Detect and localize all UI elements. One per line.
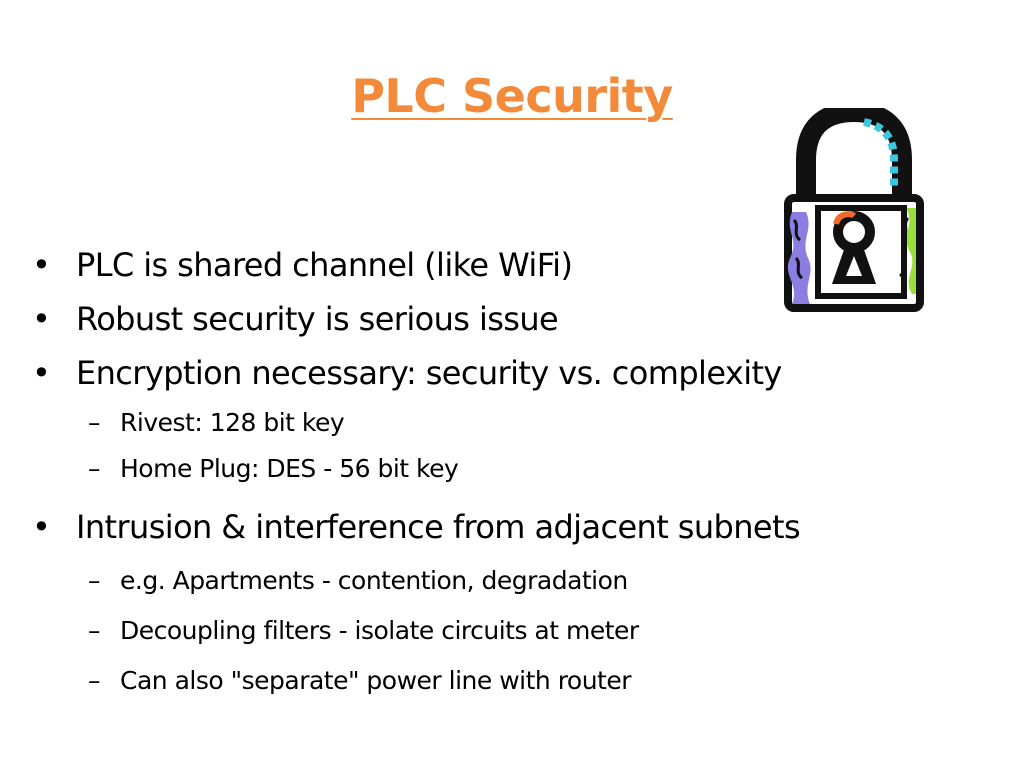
padlock-keyhole-slot: [832, 244, 876, 284]
sub-bullet-item: – Rivest: 128 bit key: [32, 400, 932, 446]
bullet-marker: •: [32, 508, 51, 546]
padlock-shackle-accent: [863, 118, 898, 188]
padlock-keyhole-ring: [833, 211, 875, 253]
sub-bullet-item: – e.g. Apartments - contention, degradat…: [32, 558, 932, 604]
slide-title: PLC Security: [351, 69, 673, 123]
sub-bullet-item: – Home Plug: DES - 56 bit key: [32, 446, 932, 492]
bullet-item: • Robust security is serious issue: [32, 292, 932, 346]
sub-bullet-item: – Decoupling filters - isolate circuits …: [32, 608, 932, 654]
sub-bullet-text: Rivest: 128 bit key: [120, 408, 345, 437]
padlock-keyhole-accent: [833, 211, 857, 225]
bullet-item: • Encryption necessary: security vs. com…: [32, 346, 932, 400]
bullet-item: • PLC is shared channel (like WiFi): [32, 238, 932, 292]
dash-marker: –: [88, 566, 101, 595]
dash-marker: –: [88, 454, 101, 483]
bullet-marker: •: [32, 246, 51, 284]
padlock-inner-border: [815, 205, 907, 299]
bullet-list: • PLC is shared channel (like WiFi) • Ro…: [32, 238, 932, 704]
bullet-text: Encryption necessary: security vs. compl…: [76, 354, 782, 392]
sub-bullet-text: Can also "separate" power line with rout…: [120, 666, 632, 695]
padlock-left-pattern: [787, 212, 811, 304]
bullet-item: • Intrusion & interference from adjacent…: [32, 500, 932, 554]
dash-marker: –: [88, 616, 101, 645]
padlock-body-squiggle: [792, 216, 910, 280]
bullet-marker: •: [32, 354, 51, 392]
bullet-text: PLC is shared channel (like WiFi): [76, 246, 573, 284]
sub-bullet-text: Decoupling filters - isolate circuits at…: [120, 616, 639, 645]
bullet-marker: •: [32, 300, 51, 338]
sub-bullet-text: e.g. Apartments - contention, degradatio…: [120, 566, 628, 595]
padlock-right-pattern: [906, 208, 916, 294]
sub-bullet-item: – Can also "separate" power line with ro…: [32, 658, 932, 704]
sub-bullet-text: Home Plug: DES - 56 bit key: [120, 454, 459, 483]
dash-marker: –: [88, 408, 101, 437]
padlock-icon: [784, 108, 924, 312]
bullet-text: Robust security is serious issue: [76, 300, 559, 338]
padlock-shackle: [796, 108, 912, 214]
bullet-text: Intrusion & interference from adjacent s…: [76, 508, 801, 546]
dash-marker: –: [88, 666, 101, 695]
